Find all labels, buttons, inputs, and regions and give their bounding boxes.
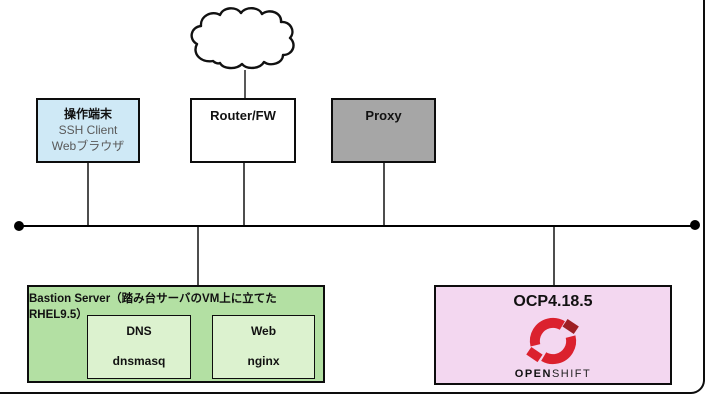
node-ocp-cluster: OCP4.18.5 OPENSHIFT [434,285,672,385]
dns-title: DNS [126,324,152,338]
network-bus-line [19,225,696,227]
web-subtitle: nginx [247,354,280,369]
openshift-wordmark-bold: OPEN [514,367,552,380]
terminal-title: 操作端末 [63,107,112,121]
terminal-line-ssh: SSH Client [58,123,118,138]
openshift-wordmark-regular: SHIFT [551,367,592,380]
ocp-title: OCP4.18.5 [513,293,593,310]
node-operation-terminal: 操作端末 SSH Client Webブラウザ [36,98,140,163]
proxy-to-bus-line [383,163,385,226]
bus-endpoint-right [690,220,700,230]
node-proxy: Proxy [331,98,436,163]
node-web: Web nginx [212,315,315,379]
terminal-line-browser: Webブラウザ [51,139,125,154]
node-dns: DNS dnsmasq [87,315,191,379]
router-to-bus-line [243,163,245,226]
router-title: Router/FW [210,108,276,123]
cloud-to-router-line [244,70,246,98]
bus-to-ocp-line [553,226,555,285]
openshift-wordmark: OPENSHIFT [515,368,591,380]
internet-cloud-icon [190,7,295,70]
proxy-title: Proxy [365,108,402,123]
node-bastion-server: Bastion Server（踏み台サーバのVM上に立てたRHEL9.5） DN… [27,285,325,383]
terminal-to-bus-line [87,163,89,226]
bus-endpoint-left [14,221,24,231]
web-title: Web [250,324,277,338]
dns-subtitle: dnsmasq [112,354,166,369]
node-router-fw: Router/FW [190,98,296,163]
bastion-title: Bastion Server（踏み台サーバのVM上に立てたRHEL9.5） [29,293,277,321]
bus-to-bastion-line [197,226,199,285]
openshift-logo-icon [526,317,579,364]
